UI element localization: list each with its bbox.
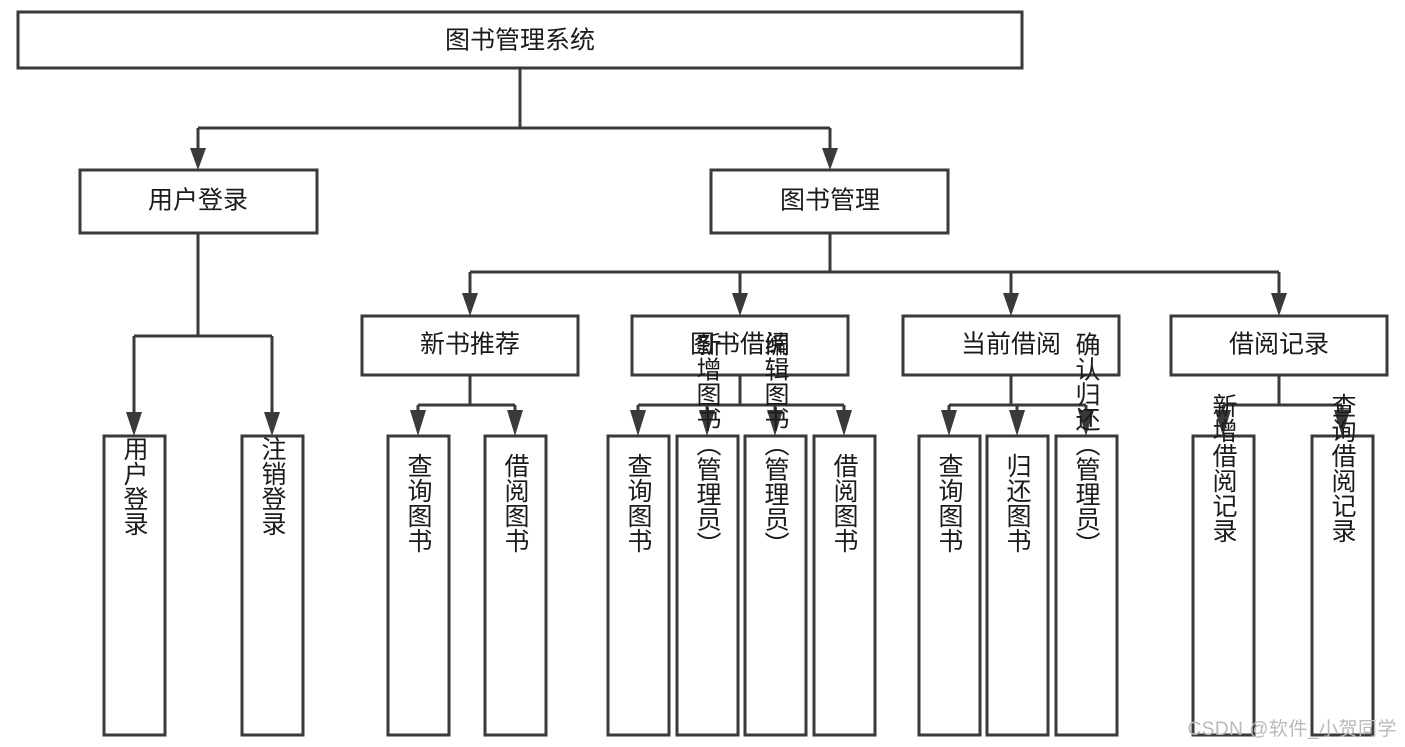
leaf-node-user-login-1[interactable]: 用户登录 — [102, 434, 167, 737]
leaf-label-book-borrow-4: 借阅图书 — [830, 453, 859, 553]
leaf-label-borrow-record-2: 查询借阅记录 — [1328, 393, 1357, 543]
csdn-watermark: CSDN @软件_小贺同学 — [1187, 719, 1397, 740]
arrow-head-book-manage — [822, 148, 838, 170]
connector-group-borrow-record — [1215, 375, 1350, 436]
connector-group-user-login — [126, 233, 280, 436]
arrow-head-leaf-bb-3 — [767, 410, 783, 436]
leaf-rect-book-borrow-1 — [606, 434, 671, 737]
leaf-node-current-borrow-3[interactable]: 确认归还（管理员） — [1054, 332, 1119, 737]
arrow-head-leaf-br-1 — [1215, 410, 1231, 436]
node-borrow-record[interactable]: 借阅记录 — [1169, 314, 1389, 377]
node-borrow-record-label: 借阅记录 — [1229, 331, 1329, 359]
arrow-head-leaf-nb-2 — [507, 410, 523, 436]
arrow-head-new-book — [462, 293, 478, 316]
arrow-head-leaf-br-2 — [1334, 410, 1350, 436]
leaf-node-borrow-record-1[interactable]: 新增借阅记录 — [1191, 393, 1256, 737]
leaf-rect-book-borrow-4 — [812, 434, 877, 737]
leaf-rect-book-borrow-2 — [675, 434, 740, 737]
arrow-head-borrow-record — [1271, 293, 1287, 316]
leaf-rect-book-borrow-3 — [743, 434, 808, 737]
node-book-borrow-label: 图书借阅 — [690, 331, 790, 359]
leaf-node-current-borrow-2[interactable]: 归还图书 — [985, 434, 1050, 737]
leaf-node-current-borrow-1[interactable]: 查询图书 — [917, 434, 982, 737]
arrow-head-leaf-cb-2 — [1009, 410, 1025, 436]
leaf-label-book-borrow-1: 查询图书 — [624, 453, 653, 553]
leaf-rect-borrow-record-2 — [1310, 434, 1375, 737]
leaf-rect-user-login-2 — [240, 434, 305, 737]
leaf-label-current-borrow-3: 确认归还（管理员） — [1072, 332, 1101, 557]
node-root-label: 图书管理系统 — [445, 27, 595, 55]
arrow-head-book-borrow — [732, 293, 748, 316]
leaf-label-new-book-1: 查询图书 — [404, 453, 433, 553]
node-borrow-record-rect — [1169, 314, 1389, 377]
connector-group-current-borrow — [941, 375, 1094, 436]
arrow-head-leaf-ul-2 — [264, 412, 280, 436]
arrow-head-leaf-ul-1 — [126, 412, 142, 436]
leaf-node-borrow-record-2[interactable]: 查询借阅记录 — [1310, 393, 1375, 737]
leaf-node-book-borrow-1[interactable]: 查询图书 — [606, 434, 671, 737]
leaf-node-new-book-1[interactable]: 查询图书 — [386, 434, 451, 737]
leaf-label-borrow-record-1: 新增借阅记录 — [1209, 393, 1238, 543]
node-user-login-rect — [78, 168, 319, 235]
node-book-borrow-rect — [630, 314, 850, 377]
leaf-rect-user-login-1 — [102, 434, 167, 737]
leaf-node-user-login-2[interactable]: 注销登录 — [240, 434, 305, 737]
arrow-head-leaf-bb-1 — [630, 410, 646, 436]
leaf-rect-current-borrow-2 — [985, 434, 1050, 737]
leaf-rect-new-book-1 — [386, 434, 451, 737]
leaf-label-user-login-2: 注销登录 — [258, 436, 287, 536]
leaf-label-book-borrow-3: 编辑图书（管理员） — [761, 332, 790, 557]
node-root-rect — [16, 10, 1024, 70]
leaf-rect-current-borrow-1 — [917, 434, 982, 737]
node-new-book-recommend[interactable]: 新书推荐 — [360, 314, 580, 377]
leaf-label-current-borrow-1: 查询图书 — [935, 453, 964, 553]
node-user-login-label: 用户登录 — [148, 187, 248, 215]
arrow-head-leaf-cb-3 — [1078, 410, 1094, 436]
leaf-rect-current-borrow-3 — [1054, 434, 1119, 737]
connector-group-book-borrow — [630, 375, 852, 436]
node-user-login[interactable]: 用户登录 — [78, 168, 319, 235]
node-current-borrow-label: 当前借阅 — [961, 331, 1061, 359]
arrow-head-leaf-nb-1 — [410, 410, 426, 436]
arrow-head-leaf-bb-4 — [836, 410, 852, 436]
leaf-node-book-borrow-2[interactable]: 新增图书（管理员） — [675, 332, 740, 737]
node-current-borrow[interactable]: 当前借阅 — [901, 314, 1121, 377]
node-current-borrow-rect — [901, 314, 1121, 377]
node-book-borrow[interactable]: 图书借阅 — [630, 314, 850, 377]
leaf-node-book-borrow-3[interactable]: 编辑图书（管理员） — [743, 332, 808, 737]
node-root-system[interactable]: 图书管理系统 — [16, 10, 1024, 70]
leaf-node-new-book-2[interactable]: 借阅图书 — [483, 434, 548, 737]
leaf-label-book-borrow-2: 新增图书（管理员） — [693, 332, 722, 557]
leaf-label-new-book-2: 借阅图书 — [501, 453, 530, 553]
node-new-book-recommend-rect — [360, 314, 580, 377]
leaf-label-user-login-1: 用户登录 — [120, 436, 149, 536]
node-book-manage-label: 图书管理 — [780, 187, 880, 215]
node-book-manage-rect — [709, 168, 950, 235]
leaf-node-book-borrow-4[interactable]: 借阅图书 — [812, 434, 877, 737]
arrow-head-leaf-cb-1 — [941, 410, 957, 436]
connector-group-new-book — [410, 375, 523, 436]
leaf-rect-borrow-record-1 — [1191, 434, 1256, 737]
arrow-head-leaf-bb-2 — [699, 410, 715, 436]
arrow-head-user-login — [190, 148, 206, 170]
node-new-book-recommend-label: 新书推荐 — [420, 331, 520, 359]
arrow-head-current-borrow — [1003, 293, 1019, 316]
leaf-rect-new-book-2 — [483, 434, 548, 737]
leaf-label-current-borrow-2: 归还图书 — [1003, 453, 1032, 553]
connector-group-root — [190, 68, 838, 170]
node-book-manage[interactable]: 图书管理 — [709, 168, 950, 235]
connector-group-book-manage — [462, 233, 1287, 316]
